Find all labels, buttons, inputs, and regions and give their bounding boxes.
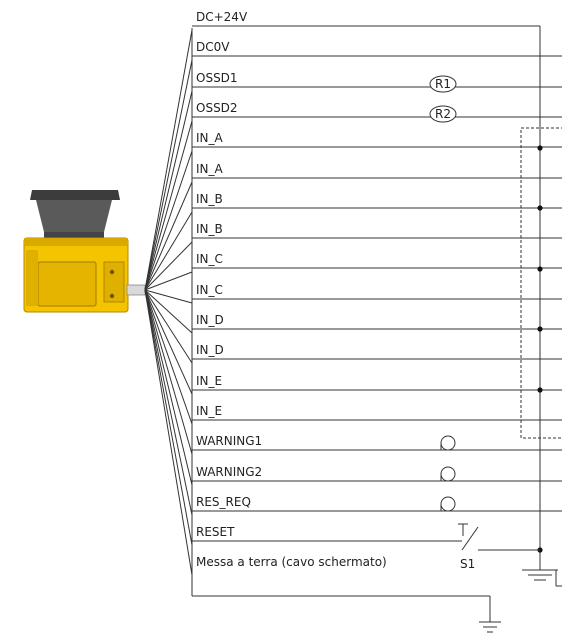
fan-line bbox=[144, 289, 193, 395]
fan-line bbox=[144, 211, 193, 291]
fan-line bbox=[144, 29, 193, 291]
fan-line bbox=[144, 289, 193, 486]
svg-text:R1: R1 bbox=[435, 77, 451, 91]
svg-text:R2: R2 bbox=[435, 107, 451, 121]
indicator-lamp bbox=[440, 466, 456, 482]
junction-dot bbox=[537, 266, 543, 272]
fan-line bbox=[144, 120, 193, 291]
fan-line bbox=[144, 150, 193, 291]
junction-dot bbox=[537, 387, 543, 393]
fan-line bbox=[144, 289, 193, 516]
fan-line bbox=[144, 289, 193, 576]
wire-label: OSSD2 bbox=[196, 101, 238, 115]
wire-label: Messa a terra (cavo schermato) bbox=[196, 555, 387, 569]
switch-label: S1 bbox=[460, 557, 475, 571]
fan-line bbox=[144, 289, 193, 455]
wire-label: IN_C bbox=[196, 252, 223, 266]
input-group-box bbox=[520, 127, 562, 439]
wire-label: IN_A bbox=[196, 162, 224, 176]
junction-dot bbox=[537, 326, 543, 332]
wire-label: RESET bbox=[196, 525, 235, 539]
fan-line bbox=[144, 289, 193, 546]
laser-scanner-device bbox=[23, 190, 146, 313]
dc0v-return bbox=[555, 570, 562, 587]
wire-label: WARNING1 bbox=[196, 434, 262, 448]
fan-line bbox=[144, 241, 193, 291]
shield-ground-symbol bbox=[192, 595, 501, 633]
fan-line bbox=[144, 289, 193, 304]
indicator-lamp bbox=[440, 435, 456, 451]
fan-line bbox=[144, 289, 193, 425]
wire-lines bbox=[192, 55, 562, 542]
relay-r1: R1 bbox=[429, 75, 457, 93]
wire-label: IN_A bbox=[196, 131, 224, 145]
fan-line bbox=[144, 181, 193, 291]
junction-dot bbox=[537, 145, 543, 151]
wire-label: IN_C bbox=[196, 283, 223, 297]
wire-label: WARNING2 bbox=[196, 465, 262, 479]
wire-label: IN_E bbox=[196, 404, 222, 418]
fan-line bbox=[144, 289, 193, 364]
wire-label: IN_B bbox=[196, 192, 223, 206]
reset-switch: S1 bbox=[458, 523, 540, 571]
relay-r2: R2 bbox=[429, 105, 457, 123]
cable-fan bbox=[144, 29, 193, 576]
junction-dot bbox=[537, 205, 543, 211]
wire-label: IN_B bbox=[196, 222, 223, 236]
wire-label: OSSD1 bbox=[196, 71, 238, 85]
wire-label: IN_D bbox=[196, 343, 224, 357]
wire-label: IN_E bbox=[196, 374, 222, 388]
fan-line bbox=[144, 289, 193, 334]
fan-line bbox=[144, 59, 193, 291]
fan-line bbox=[144, 90, 193, 291]
fan-line bbox=[144, 271, 193, 291]
wire-label: DC0V bbox=[196, 40, 230, 54]
indicator-lamp bbox=[440, 496, 456, 512]
power-rail bbox=[192, 25, 558, 581]
wire-label: IN_D bbox=[196, 313, 224, 327]
wire-label: RES_REQ bbox=[196, 495, 251, 509]
wire-label: DC+24V bbox=[196, 10, 248, 24]
